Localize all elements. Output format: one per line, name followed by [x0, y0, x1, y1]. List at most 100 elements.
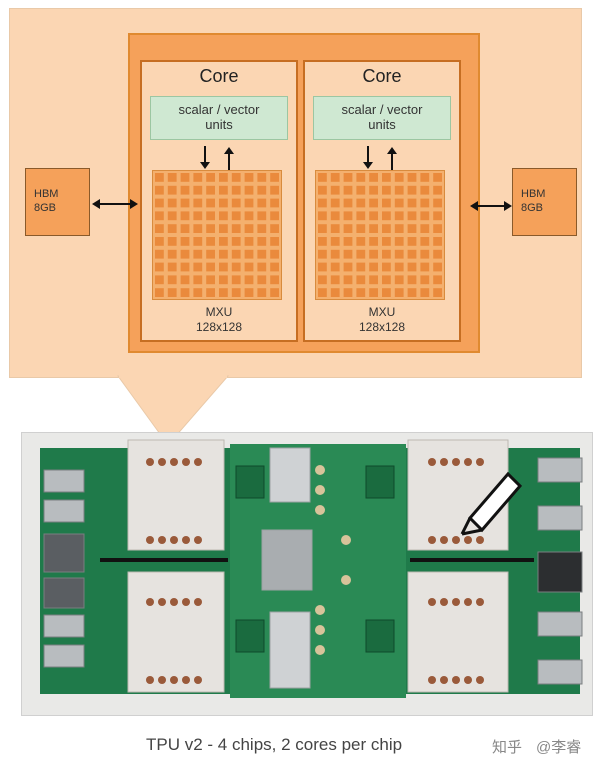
mxu-cell [420, 237, 430, 246]
mxu-cell [167, 173, 177, 182]
mxu-cell [244, 249, 254, 259]
mxu-cell [433, 262, 442, 272]
mxu-cell [318, 173, 327, 182]
mxu-cell [382, 185, 391, 195]
mxu-cell [193, 198, 203, 208]
mxu-cell [356, 224, 366, 233]
mxu-cell [394, 173, 404, 182]
mxu-cell [382, 249, 391, 259]
mxu-cell [420, 211, 430, 221]
mxu-cell [219, 224, 228, 233]
mxu-cell [193, 262, 203, 272]
mxu-cell [369, 237, 378, 246]
mxu-cell [318, 249, 327, 259]
mxu-cell [180, 224, 190, 233]
mxu-cell [420, 173, 430, 182]
hbm-left: HBM 8GB [25, 168, 90, 236]
mxu-cell [257, 249, 267, 259]
mxu-cell [231, 249, 241, 259]
mxu-cell [407, 198, 417, 208]
mxu-cell [244, 198, 254, 208]
mxu-cell [219, 211, 228, 221]
mxu-cell [180, 262, 190, 272]
mxu-cell [356, 262, 366, 272]
mxu-cell [155, 185, 164, 195]
mxu-cell [193, 275, 203, 285]
pen-icon [460, 471, 523, 536]
mxu-cell [180, 185, 190, 195]
mxu-cell [420, 249, 430, 259]
mxu-cell [270, 211, 279, 221]
mxu-cell [270, 224, 279, 233]
mxu-grid [315, 170, 445, 300]
up-down-arrows-icon [363, 146, 397, 170]
mxu-cell [206, 198, 215, 208]
mxu-cell [330, 262, 340, 272]
mxu-cell [330, 224, 340, 233]
units-line1: scalar / vector [341, 102, 423, 117]
mxu-cell [369, 249, 378, 259]
core-title: Core [199, 66, 239, 86]
hbm-label: HBM [521, 188, 546, 200]
mxu-cell [356, 185, 366, 195]
mxu-cell [394, 237, 404, 246]
mxu-cell [382, 224, 391, 233]
mxu-cell [167, 224, 177, 233]
mxu-cell [382, 275, 391, 285]
mxu-cell [420, 224, 430, 233]
mxu-cell [155, 249, 164, 259]
mxu-cell [369, 288, 378, 297]
mxu-cell [343, 275, 353, 285]
mxu-cell [343, 185, 353, 195]
mxu-cell [206, 237, 215, 246]
mxu-cell [180, 288, 190, 297]
hbm-label: HBM [34, 188, 59, 200]
mxu-cell [219, 249, 228, 259]
mxu-cell [330, 249, 340, 259]
mxu-cell [180, 249, 190, 259]
mxu-cell [420, 198, 430, 208]
mxu-cell [244, 237, 254, 246]
mxu-cell [433, 173, 442, 182]
mxu-cell [206, 211, 215, 221]
mxu-cell [257, 288, 267, 297]
mxu-cell [407, 224, 417, 233]
mxu-cell [193, 211, 203, 221]
mxu-cell [330, 237, 340, 246]
mxu-cell [318, 262, 327, 272]
mxu-cell [180, 198, 190, 208]
mxu-label: MXU 128x128 [305, 305, 459, 335]
mxu-cell [433, 185, 442, 195]
mxu-cell [394, 185, 404, 195]
core-left: Core scalar / vector units MXU 128x128 [140, 60, 298, 342]
mxu-cell [343, 249, 353, 259]
mxu-cell [270, 173, 279, 182]
mxu-cell [433, 275, 442, 285]
mxu-cell [270, 262, 279, 272]
mxu-cell [193, 249, 203, 259]
mxu-cell [270, 198, 279, 208]
mxu-cell [206, 275, 215, 285]
mxu-cell [180, 173, 190, 182]
mxu-cell [394, 249, 404, 259]
mxu-cell [206, 185, 215, 195]
mxu-cell [356, 173, 366, 182]
units-line1: scalar / vector [178, 102, 260, 117]
mxu-cell [219, 198, 228, 208]
mxu-cell [155, 288, 164, 297]
mxu-cell [155, 224, 164, 233]
mxu-cell [330, 185, 340, 195]
mxu-cell [270, 237, 279, 246]
mxu-cell [180, 237, 190, 246]
mxu-cell [257, 275, 267, 285]
scalar-vector-units: scalar / vector units [150, 96, 288, 140]
mxu-cell [180, 275, 190, 285]
figure-caption: TPU v2 - 4 chips, 2 cores per chip [146, 735, 403, 754]
mxu-cell [318, 211, 327, 221]
mxu-cell [167, 262, 177, 272]
mxu-cell [167, 275, 177, 285]
mxu-cell [231, 185, 241, 195]
